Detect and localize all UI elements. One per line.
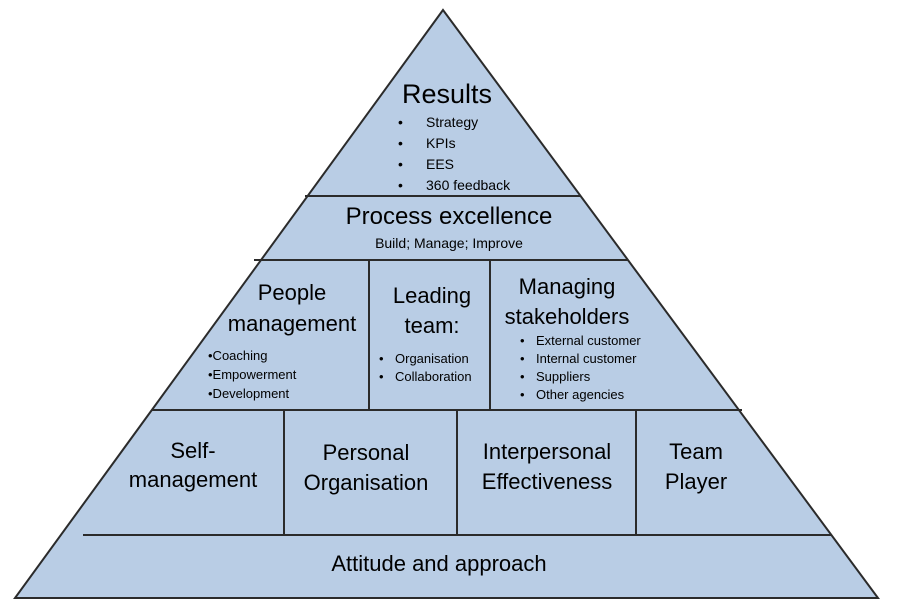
results-bullet-item: EES [426, 156, 454, 172]
bullet-icon: • [398, 135, 403, 151]
bullet-icon: • [398, 177, 403, 193]
stakeholders-item: Internal customer [536, 351, 637, 366]
bullet-icon: • [379, 351, 384, 366]
results-bullet-item: Strategy [426, 114, 478, 130]
bullet-icon: • [379, 369, 384, 384]
results-bullet-list: • Strategy • KPIs • EES • 360 feedback [398, 114, 511, 193]
bullet-icon: • [398, 114, 403, 130]
people-title-line2: management [228, 311, 356, 336]
people-item: •Development [208, 386, 290, 401]
results-title: Results [402, 79, 492, 109]
people-item: •Coaching [208, 348, 267, 363]
self-management-line2: management [129, 467, 257, 492]
stakeholders-item: Suppliers [536, 369, 591, 384]
team-player-line2: Player [665, 469, 727, 494]
bullet-icon: • [520, 333, 525, 348]
self-management-line1: Self- [170, 438, 215, 463]
leading-item: Organisation [395, 351, 469, 366]
attitude-approach-label: Attitude and approach [331, 551, 546, 576]
personal-organisation-line1: Personal [323, 440, 410, 465]
results-bullet-item: 360 feedback [426, 177, 511, 193]
results-bullet-item: KPIs [426, 135, 456, 151]
personal-organisation-line2: Organisation [304, 470, 429, 495]
stakeholders-title-line2: stakeholders [505, 304, 630, 329]
stakeholders-item: External customer [536, 333, 641, 348]
team-player-line1: Team [669, 439, 723, 464]
people-item: •Empowerment [208, 367, 297, 382]
bullet-icon: • [520, 387, 525, 402]
bullet-icon: • [520, 369, 525, 384]
interpersonal-effectiveness-line2: Effectiveness [482, 469, 612, 494]
bullet-icon: • [398, 156, 403, 172]
process-subtitle: Build; Manage; Improve [375, 235, 523, 251]
leading-title-line2: team: [404, 313, 459, 338]
interpersonal-effectiveness-line1: Interpersonal [483, 439, 611, 464]
bullet-icon: • [520, 351, 525, 366]
leading-item: Collaboration [395, 369, 472, 384]
pyramid-shape [13, 8, 880, 599]
leading-title-line1: Leading [393, 283, 471, 308]
stakeholders-title-line1: Managing [519, 274, 616, 299]
stakeholders-item: Other agencies [536, 387, 625, 402]
process-title: Process excellence [346, 203, 553, 230]
people-title-line1: People [258, 280, 327, 305]
